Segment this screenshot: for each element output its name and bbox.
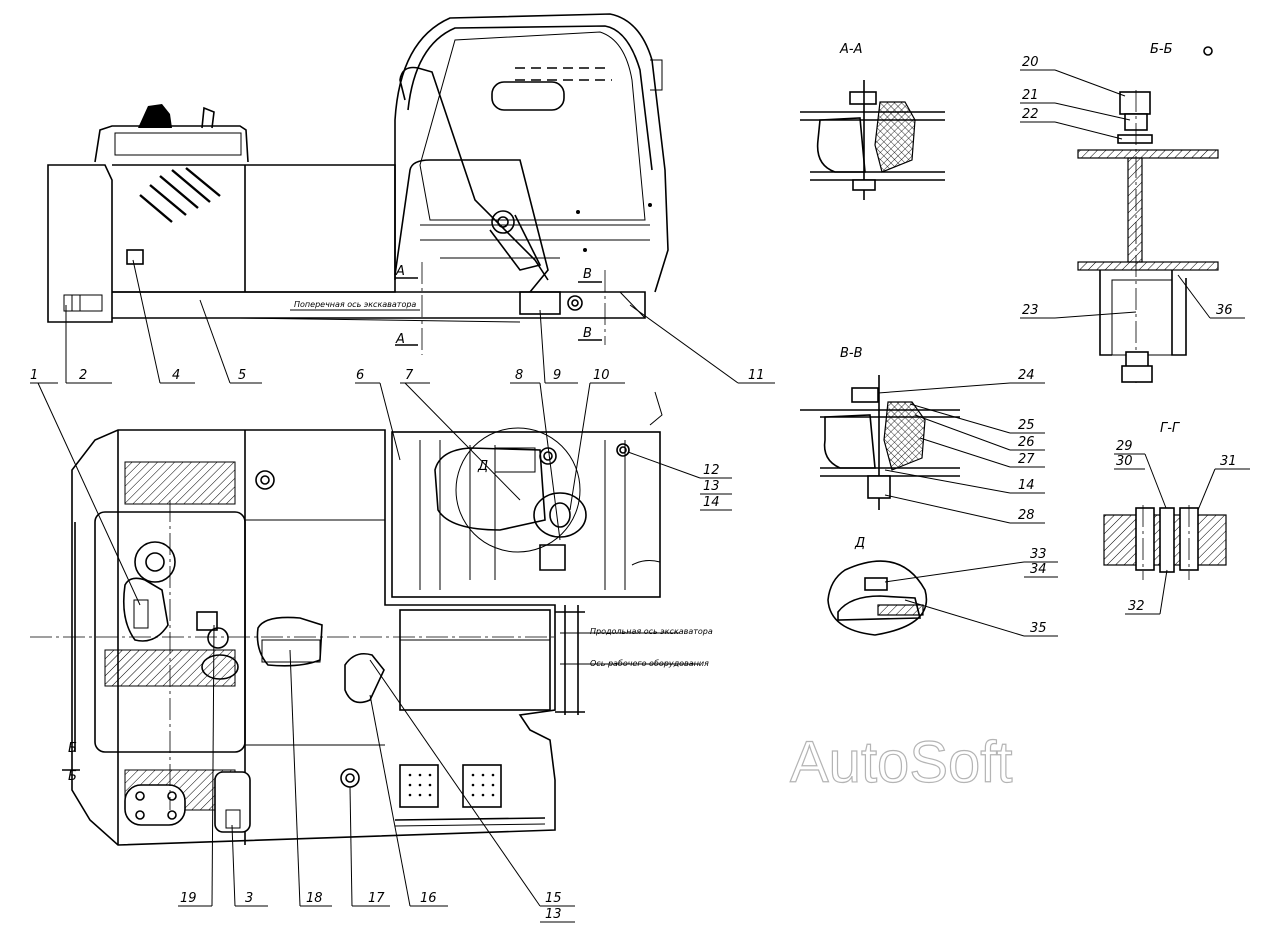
equipment-axis-label: Ось рабочего оборудования	[590, 659, 709, 668]
callout-33: 33	[1030, 547, 1047, 562]
callout-27: 27	[1018, 452, 1035, 467]
section-aa-title: А-А	[839, 42, 862, 57]
section-aa	[800, 80, 945, 200]
callouts-bb: 20 21 22 23 36	[1020, 55, 1245, 319]
section-marks-side	[395, 262, 606, 355]
side-louvers	[139, 167, 221, 223]
callout-30: 30	[1116, 454, 1133, 469]
callout-1: 1	[30, 368, 38, 383]
cut-letter-v-top: В	[583, 267, 592, 282]
watermark: AutoSoft	[790, 730, 1012, 795]
section-gg-title: Г-Г	[1160, 421, 1181, 436]
callout-10: 10	[593, 368, 610, 383]
plan-grille-top	[124, 461, 236, 505]
callout-16: 16	[420, 891, 437, 906]
callout-35: 35	[1030, 621, 1047, 636]
callout-6: 6	[356, 368, 364, 383]
callout-22: 22	[1022, 107, 1039, 122]
callout-2: 2	[79, 368, 87, 383]
section-bb-title: Б-Б	[1150, 42, 1173, 57]
callout-4: 4	[172, 368, 180, 383]
callout-13-bottom: 13	[545, 907, 562, 922]
detail-d-title: Д	[854, 536, 865, 551]
callouts-vv: 24 25 26 27 14 28	[877, 368, 1045, 524]
side-latch	[126, 249, 144, 265]
plan-view	[30, 391, 700, 846]
callout-18: 18	[306, 891, 323, 906]
callout-5: 5	[238, 368, 246, 383]
callout-9: 9	[553, 368, 561, 383]
callout-14-vv: 14	[1018, 478, 1035, 493]
callout-24: 24	[1018, 368, 1035, 383]
section-vv-title: В-В	[840, 346, 863, 361]
cut-letter-v-bottom: В	[583, 326, 592, 341]
callout-17: 17	[368, 891, 385, 906]
callout-12: 12	[703, 463, 720, 478]
callout-8: 8	[515, 368, 523, 383]
section-gg	[1103, 505, 1227, 580]
cut-letter-b-top: Б	[68, 741, 77, 756]
callout-26: 26	[1018, 435, 1035, 450]
longitudinal-axis-label: Продольная ось экскаватора	[590, 627, 713, 636]
cut-letter-a-bottom: А	[395, 332, 405, 347]
cut-letter-a-top: А	[395, 264, 405, 279]
callout-19: 19	[180, 891, 197, 906]
section-bb	[1077, 46, 1219, 385]
callouts-cab-right: 12 13 14	[627, 451, 732, 511]
callouts-d: 33 34 35	[884, 547, 1058, 637]
callout-32: 32	[1128, 599, 1145, 614]
callout-7: 7	[405, 368, 414, 383]
hood-vent-strip	[114, 132, 242, 156]
callout-13-top: 13	[703, 479, 720, 494]
section-vv	[800, 375, 960, 510]
detail-d	[827, 560, 928, 636]
callout-29: 29	[1116, 439, 1133, 454]
callout-31: 31	[1220, 454, 1237, 469]
callouts-gg: 29 30 31 32	[1114, 439, 1250, 615]
callout-23: 23	[1022, 303, 1039, 318]
callout-3: 3	[245, 891, 253, 906]
callout-36: 36	[1216, 303, 1233, 318]
callouts-top: 1 2 4 5 6 7 8 9 10 11	[30, 259, 775, 606]
callout-15: 15	[545, 891, 562, 906]
callout-21: 21	[1022, 88, 1039, 103]
callout-11: 11	[748, 368, 765, 383]
cut-letter-d: Д	[477, 459, 488, 474]
side-view	[47, 13, 669, 355]
callouts-bottom: 19 3 18 17 16 15 13	[178, 624, 575, 923]
callout-34: 34	[1030, 562, 1047, 577]
callout-20: 20	[1022, 55, 1039, 70]
callout-14-top: 14	[703, 495, 720, 510]
callout-28: 28	[1018, 508, 1035, 523]
callout-25: 25	[1018, 418, 1035, 433]
transverse-axis-label: Поперечная ось экскаватора	[294, 300, 416, 309]
cut-letter-b-bottom: Б	[68, 769, 77, 784]
